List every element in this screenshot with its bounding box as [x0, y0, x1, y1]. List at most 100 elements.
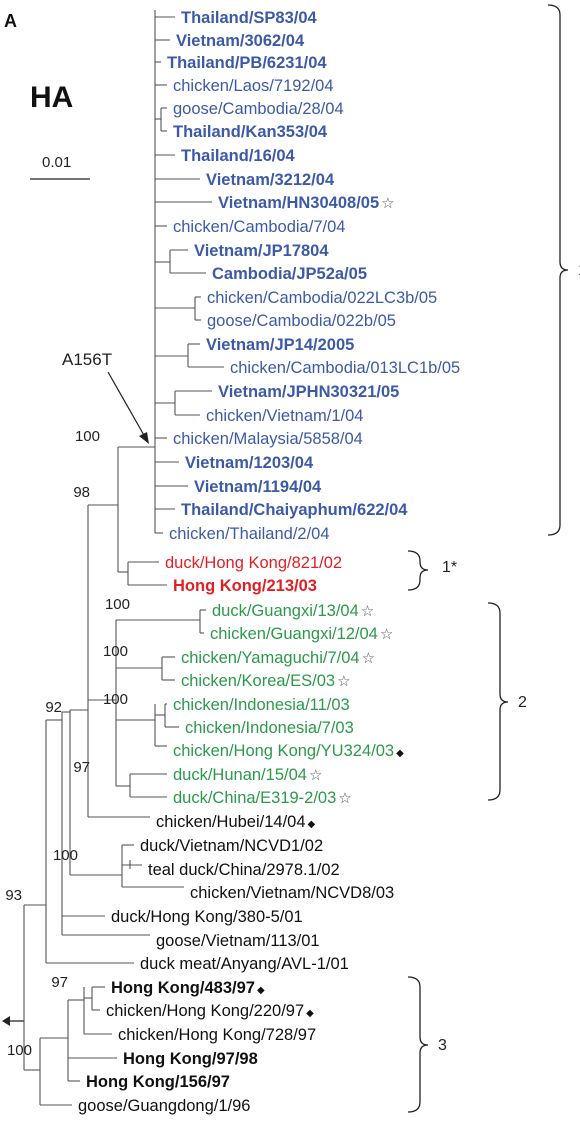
clade-label: 3 [438, 1037, 447, 1054]
taxon-name: Hong Kong/97/98 [123, 1050, 258, 1068]
taxon-name: Hong Kong/213/03 [173, 577, 317, 595]
taxon-name: Cambodia/JP52a/05 [212, 265, 367, 283]
taxon-label: duck/Guangxi/13/04☆ [212, 602, 374, 620]
taxon-label: chicken/Cambodia/7/04 [173, 218, 345, 236]
taxon-name: goose/Vietnam/113/01 [156, 932, 320, 950]
taxon-label: duck/Hunan/15/04☆ [173, 766, 322, 784]
taxon-label: chicken/Malaysia/5858/04 [173, 430, 363, 448]
taxon-label: duck/Vietnam/NCVD1/02 [140, 837, 323, 855]
mutation-label: A156T [62, 350, 112, 369]
taxon-name: Thailand/16/04 [181, 147, 296, 165]
taxon-label: chicken/Hubei/14/04◆ [156, 813, 316, 831]
bootstrap-value: 100 [103, 691, 128, 708]
taxon-label: goose/Guangdong/1/96 [78, 1097, 251, 1115]
clade-label: 1* [442, 559, 457, 576]
taxon-label: Hong Kong/483/97◆ [111, 979, 265, 997]
taxon-label: duck/China/E319-2/03☆ [173, 789, 352, 807]
taxon-label: Hong Kong/213/03 [173, 577, 317, 595]
taxon-name: chicken/Thailand/2/04 [169, 525, 330, 543]
clade-bracket-4: 3 [407, 976, 447, 1113]
taxon-label: Vietnam/3062/04 [176, 32, 305, 50]
taxon-label: Vietnam/JP17804 [194, 242, 329, 260]
root-arrow [2, 1016, 24, 1026]
star-icon: ☆ [381, 195, 394, 212]
bootstrap-value: 92 [45, 699, 62, 716]
taxon-label: chicken/Laos/7192/04 [173, 77, 334, 95]
scale-bar-label: 0.01 [42, 154, 71, 171]
star-icon: ☆ [337, 673, 350, 690]
star-icon: ☆ [309, 767, 322, 784]
taxon-name: goose/Cambodia/022b/05 [207, 312, 396, 330]
taxon-name: chicken/Malaysia/5858/04 [173, 430, 363, 448]
taxon-label: chicken/Indonesia/11/03 [173, 696, 350, 714]
taxon-name: chicken/Hong Kong/220/97 [106, 1002, 304, 1020]
taxon-name: Thailand/PB/6231/04 [167, 54, 327, 72]
diamond-icon: ◆ [257, 985, 265, 996]
taxon-label: chicken/Hong Kong/728/97 [118, 1026, 316, 1044]
taxon-name: chicken/Vietnam/NCVD8/03 [190, 884, 394, 902]
taxon-label: Vietnam/1194/04 [194, 478, 322, 496]
taxon-label: duck/Hong Kong/821/02 [165, 554, 342, 572]
taxon-label: Vietnam/3212/04 [206, 171, 335, 189]
bootstrap-value: 97 [51, 974, 68, 991]
taxon-name: chicken/Guangxi/12/04 [210, 625, 378, 643]
taxon-name: goose/Cambodia/28/04 [173, 100, 344, 118]
taxon-label: chicken/Thailand/2/04 [169, 525, 330, 543]
taxon-label: Thailand/Chaiyaphum/622/04 [181, 501, 408, 519]
taxon-label: chicken/Hong Kong/220/97◆ [106, 1002, 314, 1020]
taxon-label: Vietnam/HN30408/05☆ [218, 194, 395, 212]
taxa-labels: Thailand/SP83/04Vietnam/3062/04Thailand/… [78, 9, 460, 1115]
taxon-label: Vietnam/JP14/2005 [206, 336, 354, 354]
taxon-name: Vietnam/JP14/2005 [206, 336, 354, 354]
taxon-name: duck/Hong Kong/821/02 [165, 554, 342, 572]
taxon-name: chicken/Cambodia/022LC3b/05 [207, 289, 437, 307]
taxon-name: Vietnam/3212/04 [206, 171, 335, 189]
taxon-label: Hong Kong/156/97 [86, 1073, 230, 1091]
bootstrap-value: 93 [5, 887, 22, 904]
taxon-name: Vietnam/1194/04 [194, 478, 322, 496]
taxon-name: Hong Kong/483/97 [111, 979, 255, 997]
star-icon: ☆ [380, 626, 393, 643]
taxon-name: Thailand/SP83/04 [181, 9, 318, 27]
taxon-name: Hong Kong/156/97 [86, 1073, 230, 1091]
clade-label: 1 [578, 262, 580, 279]
taxon-name: duck meat/Anyang/AVL-1/01 [140, 955, 349, 973]
star-icon: ☆ [361, 603, 374, 620]
taxon-name: duck/Hong Kong/380-5/01 [111, 908, 303, 926]
taxon-name: Vietnam/JPHN30321/05 [218, 383, 399, 401]
clade-bracket-1: 1 [547, 4, 580, 536]
bracket-line [487, 602, 509, 801]
taxon-name: Vietnam/HN30408/05 [218, 194, 379, 212]
taxon-name: duck/China/E319-2/03 [173, 789, 336, 807]
taxon-name: duck/Vietnam/NCVD1/02 [140, 837, 323, 855]
taxon-name: chicken/Cambodia/7/04 [173, 218, 345, 236]
taxon-name: teal duck/China/2978.1/02 [148, 861, 340, 879]
clade-label: 2 [518, 694, 527, 711]
taxon-label: duck/Hong Kong/380-5/01 [111, 908, 303, 926]
bootstrap-value: 100 [105, 596, 130, 613]
diamond-icon: ◆ [308, 819, 316, 830]
scale-bar: 0.01 [30, 154, 90, 180]
panel-label: A [4, 11, 17, 31]
taxon-name: Thailand/Kan353/04 [173, 123, 328, 141]
gene-label: HA [30, 81, 73, 114]
taxon-label: Hong Kong/97/98 [123, 1050, 258, 1068]
bootstrap-value: 97 [73, 759, 90, 776]
diamond-icon: ◆ [396, 748, 404, 759]
taxon-name: chicken/Laos/7192/04 [173, 77, 334, 95]
taxon-label: Thailand/SP83/04 [181, 9, 318, 27]
bootstrap-value: 100 [53, 847, 78, 864]
taxon-label: Thailand/16/04 [181, 147, 296, 165]
diamond-icon: ◆ [306, 1008, 314, 1019]
taxon-label: chicken/Guangxi/12/04☆ [210, 625, 393, 643]
taxon-label: chicken/Yamaguchi/7/04☆ [181, 649, 375, 667]
taxon-label: teal duck/China/2978.1/02 [148, 861, 340, 879]
taxon-name: duck/Hunan/15/04 [173, 766, 307, 784]
star-icon: ☆ [362, 650, 375, 667]
taxon-name: Vietnam/1203/04 [185, 454, 314, 472]
taxon-label: chicken/Indonesia/7/03 [185, 719, 354, 737]
taxon-name: Thailand/Chaiyaphum/622/04 [181, 501, 408, 519]
bracket-line [407, 976, 429, 1113]
